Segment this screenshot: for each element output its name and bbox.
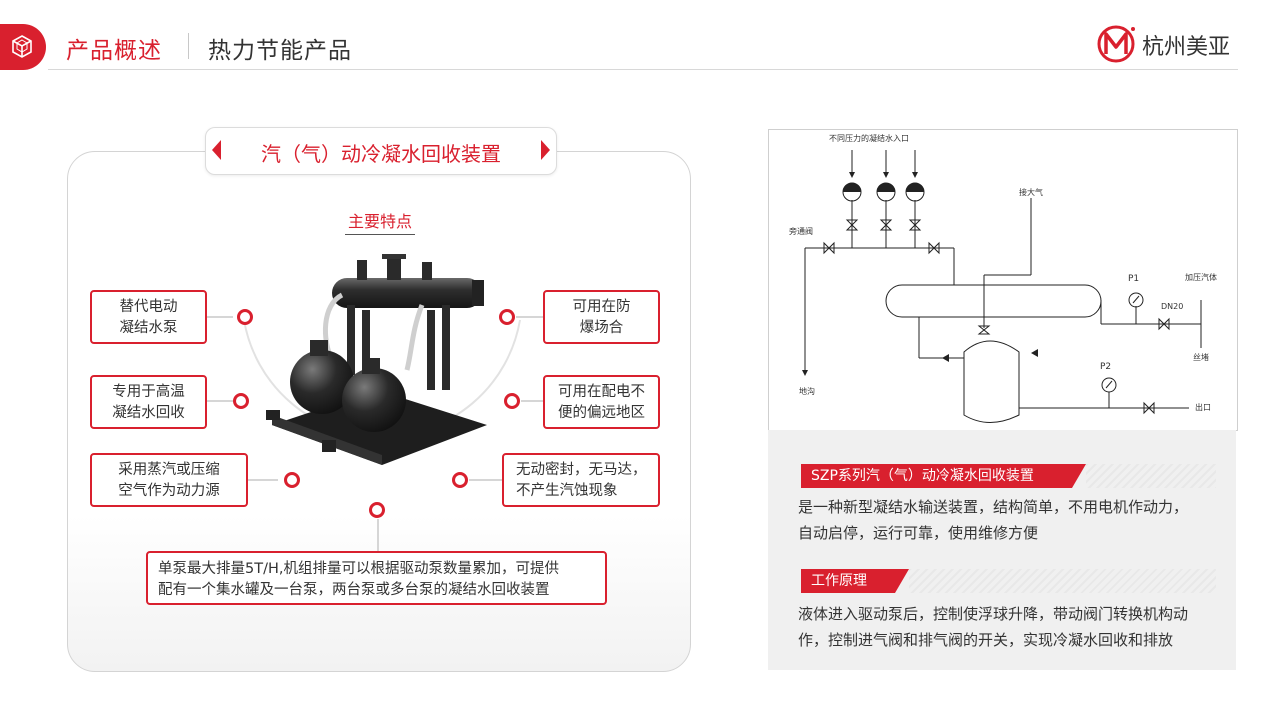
connector (521, 400, 543, 402)
feature-text: 空气作为动力源 (118, 483, 220, 499)
feature-text: 不产生汽蚀现象 (516, 483, 618, 499)
connector (248, 479, 278, 481)
dn-label: DN20 (1161, 302, 1184, 311)
section-badge (0, 24, 46, 70)
vent-label: 接大气 (1019, 188, 1043, 197)
outlet-label: 出口 (1195, 403, 1211, 412)
section-title-principle: 工作原理 (801, 569, 909, 593)
schematic-diagram: 不同压力的凝结水入口 旁通阀 接大气 地沟 P1 P2 DN20 加压汽体 丝堵… (768, 129, 1238, 431)
brand-name: 杭州美亚 (1142, 35, 1231, 60)
feature-text: 凝结水泵 (119, 320, 178, 336)
feature-text: 替代电动 (119, 299, 178, 315)
panel-title-box: 汽（气）动冷凝水回收装置 (205, 127, 557, 175)
arrow-left-icon (212, 140, 221, 160)
motive-label: 加压汽体 (1185, 273, 1217, 282)
p1-label: P1 (1128, 274, 1140, 284)
arrow-right-icon (541, 140, 550, 160)
connector (469, 479, 502, 481)
brand-logo-icon (1094, 20, 1140, 66)
feature-right-2: 可用在配电不 便的偏远地区 (543, 375, 660, 429)
principle-desc-1: 液体进入驱动泵后，控制使浮球升降，带动阀门转换机构动 (798, 605, 1189, 623)
page-title: 产品概述 (66, 38, 162, 64)
feature-right-3: 无动密封，无马达， 不产生汽蚀现象 (502, 453, 660, 507)
feature-right-1: 可用在防 爆场合 (543, 290, 660, 344)
marker-ring-icon (237, 309, 253, 325)
feature-text: 爆场合 (579, 320, 624, 336)
capacity-note: 单泵最大排量5T/H,机组排量可以根据驱动泵数量累加，可提供 配有一个集水罐及一… (146, 551, 607, 605)
feature-left-2: 专用于高温 凝结水回收 (90, 375, 207, 429)
feature-text: 专用于高温 (112, 384, 185, 400)
marker-ring-icon (233, 393, 249, 409)
connector (516, 316, 543, 318)
header-rule (48, 69, 1238, 70)
marker-ring-icon (504, 393, 520, 409)
cube-icon (12, 35, 32, 58)
heading-underline (345, 234, 415, 235)
title-divider (188, 33, 189, 59)
marker-ring-icon (499, 309, 515, 325)
inlet-label: 不同压力的凝结水入口 (829, 134, 909, 143)
panel-title: 汽（气）动冷凝水回收装置 (261, 142, 501, 166)
connector (207, 316, 233, 318)
marker-ring-icon (452, 472, 468, 488)
marker-ring-icon (284, 472, 300, 488)
connector (207, 400, 233, 402)
info-panel: SZP系列汽（气）动冷凝水回收装置 是一种新型凝结水输送装置，结构简单，不用电机… (768, 430, 1236, 670)
capacity-text-1: 单泵最大排量5T/H,机组排量可以根据驱动泵数量累加，可提供 (158, 561, 559, 577)
principle-desc-2: 作，控制进气阀和排气阀的开关，实现冷凝水回收和排放 (798, 631, 1174, 649)
marker-ring-icon (369, 502, 385, 518)
feature-text: 采用蒸汽或压缩 (118, 462, 220, 478)
feature-text: 便的偏远地区 (558, 405, 645, 421)
features-heading: 主要特点 (347, 212, 412, 231)
p2-label: P2 (1100, 362, 1112, 372)
page-subtitle: 热力节能产品 (208, 38, 352, 64)
section-title-product: SZP系列汽（气）动冷凝水回收装置 (801, 464, 1086, 488)
drain-label: 地沟 (799, 387, 815, 396)
feature-left-3: 采用蒸汽或压缩 空气作为动力源 (90, 453, 248, 507)
product-desc-2: 自动启停，运行可靠，使用维修方便 (798, 524, 1039, 542)
bypass-label: 旁通阀 (789, 227, 813, 236)
ribbon-pattern (909, 569, 1216, 593)
ribbon-pattern (1086, 464, 1216, 488)
product-desc-1: 是一种新型凝结水输送装置，结构简单，不用电机作动力， (798, 498, 1189, 516)
feature-left-1: 替代电动 凝结水泵 (90, 290, 207, 344)
feature-text: 无动密封，无马达， (516, 462, 647, 478)
pump-unit-image (266, 254, 487, 465)
plug-label: 丝堵 (1193, 353, 1209, 362)
connector (377, 519, 379, 551)
feature-text: 可用在配电不 (558, 384, 645, 400)
feature-text: 凝结水回收 (112, 405, 185, 421)
feature-text: 可用在防 (572, 299, 631, 315)
capacity-text-2: 配有一个集水罐及一台泵，两台泵或多台泵的凝结水回收装置 (158, 582, 550, 598)
